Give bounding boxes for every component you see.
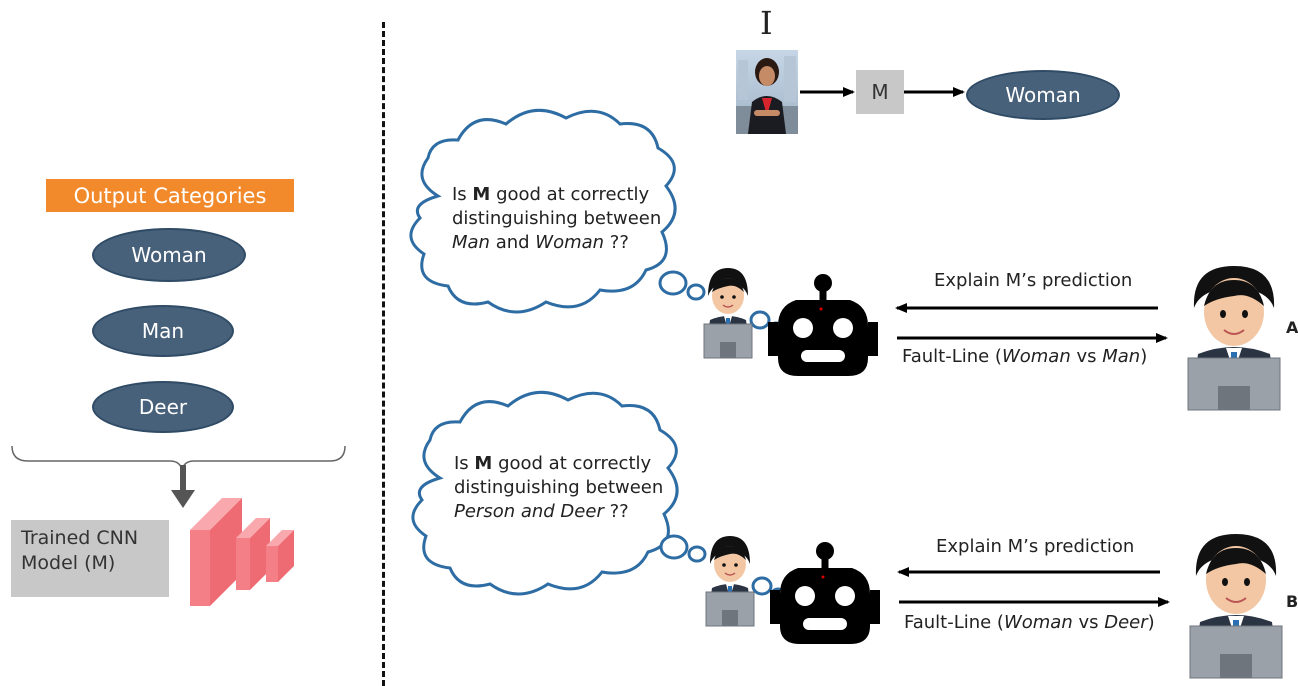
scenario-label-b: B [1286, 592, 1298, 611]
cnn-layers-icon [190, 498, 294, 606]
fault-line-a-prefix: Fault-Line ( [902, 346, 1002, 367]
fault-line-b-suffix: ) [1147, 612, 1155, 633]
thought-cloud-a [409, 108, 677, 314]
explainee-user-a [1187, 265, 1281, 411]
question-a-and: and [489, 232, 536, 253]
questioner-user-a [703, 267, 753, 359]
fault-line-b-prefix: Fault-Line ( [904, 612, 1004, 633]
thought-bubble-b3 [751, 576, 773, 596]
question-b-prefix: Is [454, 453, 475, 474]
robot-icon-a [768, 274, 878, 376]
robot-icon-b [770, 542, 880, 644]
question-b-classes: Person and Deer [454, 501, 604, 522]
fault-line-b-class-1: Woman [1003, 612, 1073, 633]
model-box: M [856, 70, 904, 114]
fault-line-b-vs: vs [1072, 612, 1105, 633]
fault-line-b-class-2: Deer [1104, 612, 1148, 633]
question-a-prefix: Is [452, 184, 473, 205]
thought-cloud-b [411, 390, 679, 596]
input-woman-photo [736, 50, 798, 134]
fault-line-a-class-2: Man [1102, 346, 1141, 367]
prediction-woman: Woman [966, 70, 1120, 120]
thought-bubble-a3 [749, 310, 771, 330]
question-b-suffix: ?? [603, 501, 629, 522]
output-categories-title: Output Categories [46, 179, 294, 212]
explainee-user-b [1189, 533, 1283, 679]
thought-text-b: Is M good at correctly distinguishing be… [454, 452, 666, 524]
fault-line-a-class-1: Woman [1001, 346, 1071, 367]
fault-line-label-a: Fault-Line (Woman vs Man) [902, 346, 1147, 367]
question-b-middle: good at correctly distinguishing between [454, 453, 664, 498]
woman-photo-illustration [736, 56, 798, 134]
brace-down-arrowhead [171, 490, 195, 508]
fault-line-a-vs: vs [1070, 346, 1103, 367]
thought-bubble-b2 [687, 545, 707, 563]
thought-bubble-a1 [658, 270, 688, 296]
questioner-user-b [705, 535, 755, 627]
fault-line-label-b: Fault-Line (Woman vs Deer) [904, 612, 1155, 633]
input-image-label: I [760, 4, 773, 42]
question-a-suffix: ?? [604, 232, 629, 253]
explain-request-label-b: Explain M’s prediction [936, 536, 1135, 557]
thought-bubble-b1 [659, 534, 689, 560]
thought-bubble-a2 [686, 283, 706, 301]
category-man: Man [92, 305, 234, 357]
fault-line-a-suffix: ) [1140, 346, 1148, 367]
question-a-class-2: Woman [535, 232, 605, 253]
panel-divider [382, 22, 385, 686]
scenario-label-a: A [1286, 318, 1298, 337]
category-woman: Woman [92, 228, 246, 282]
category-deer: Deer [92, 381, 234, 433]
question-a-class-1: Man [452, 232, 490, 253]
thought-text-a: Is M good at correctly distinguishing be… [452, 183, 662, 255]
explain-request-label-a: Explain M’s prediction [934, 270, 1133, 291]
question-b-model: M [474, 453, 493, 474]
trained-cnn-label: Trained CNN Model (M) [11, 520, 169, 597]
question-a-middle: good at correctly distinguishing between [452, 184, 662, 229]
question-a-model: M [472, 184, 491, 205]
left-graphics [11, 445, 346, 606]
